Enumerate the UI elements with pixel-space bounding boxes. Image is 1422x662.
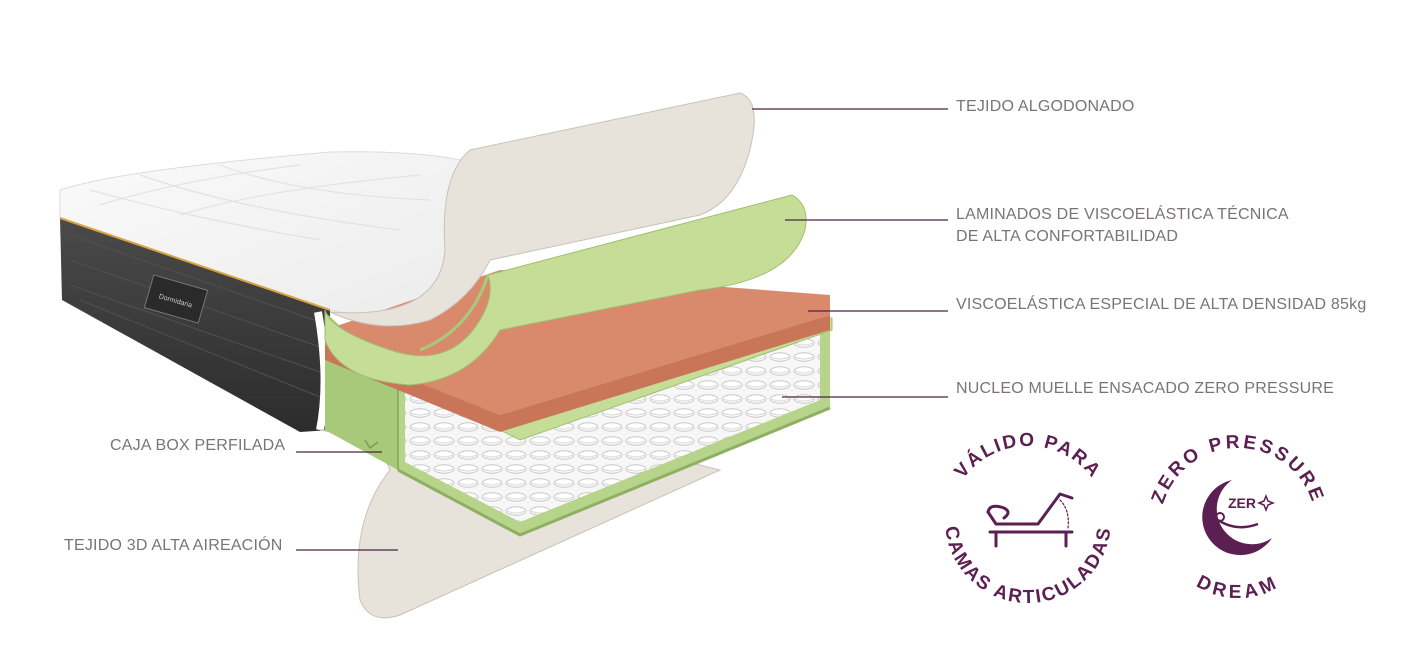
brand-tag [143, 274, 209, 324]
svg-text:VÁLIDO PARA: VÁLIDO PARA [951, 430, 1106, 482]
leader-lines [296, 108, 948, 551]
badge-zero-pressure: ZERO PRESSURE DREAM ZER [1148, 432, 1326, 604]
label-caja-box: CAJA BOX PERFILADA [110, 437, 286, 454]
badge-camas-articuladas: VÁLIDO PARA CAMAS ARTICULADAS [940, 430, 1116, 608]
label-tejido-3d: TEJIDO 3D ALTA AIREACIÓN [64, 537, 283, 554]
layer-laminados [324, 194, 807, 386]
svg-text:CAMAS ARTICULADAS: CAMAS ARTICULADAS [940, 524, 1116, 608]
label-laminados-line1: LAMINADOS DE VISCOELÁSTICA TÉCNICA [956, 206, 1289, 223]
label-nucleo: NUCLEO MUELLE ENSACADO ZERO PRESSURE [956, 380, 1334, 397]
mattress-body: Dormidaria [59, 151, 471, 432]
layer-tejido-algodonado [329, 92, 755, 327]
svg-text:DREAM: DREAM [1193, 572, 1283, 604]
adjustable-bed-icon [986, 492, 1074, 548]
label-laminados-line2: DE ALTA CONFORTABILIDAD [956, 228, 1179, 245]
svg-text:ZER: ZER [1228, 495, 1256, 511]
label-viscoelastica: VISCOELÁSTICA ESPECIAL DE ALTA DENSIDAD … [956, 296, 1367, 313]
moon-sleeper-icon: ZER [1202, 480, 1276, 556]
label-tejido-algodonado: TEJIDO ALGODONADO [956, 98, 1135, 115]
